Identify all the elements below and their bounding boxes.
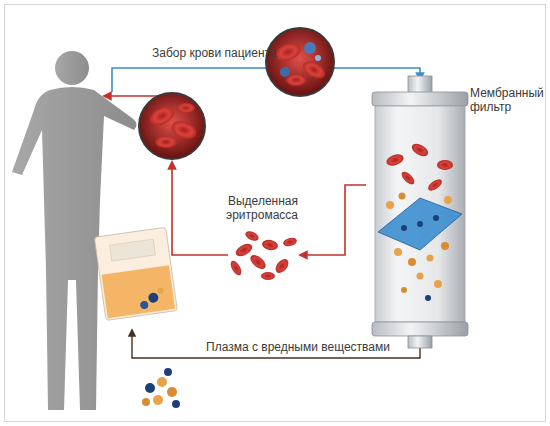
flow-label: Забор крови пациента [152,46,292,60]
filter-label: Мембранный фильтр [470,86,546,114]
flow-label: Плазма с вредными веществами [206,340,406,354]
filter-node: Мембранный фильтр [370,76,470,348]
flow-label: Выделенная эритромасса [214,194,298,222]
